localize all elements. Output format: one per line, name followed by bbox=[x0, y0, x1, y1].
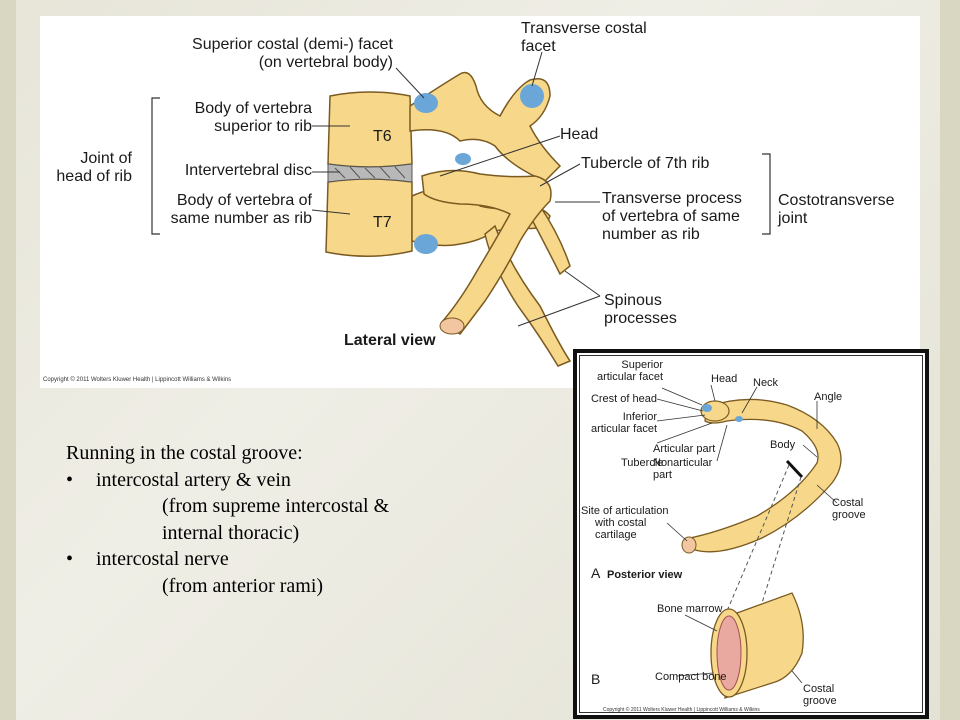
rib-label-superior-articular-2: articular facet bbox=[596, 371, 663, 383]
label-head: Head bbox=[560, 126, 599, 143]
bullet-2: • bbox=[66, 548, 74, 571]
label-transverse-process-2: of vertebra of same bbox=[602, 208, 740, 225]
rib-label-neck: Neck bbox=[753, 377, 779, 389]
copyright-top: Copyright © 2011 Wolters Kluwer Health |… bbox=[43, 377, 232, 383]
label-body-superior: Body of vertebra bbox=[194, 100, 312, 117]
text-item-1-sub-2: internal thoracic) bbox=[162, 521, 300, 544]
rib-label-costal-groove-b-2: groove bbox=[803, 695, 837, 707]
label-t7: T7 bbox=[373, 214, 392, 231]
vertebra-illustration bbox=[151, 51, 771, 367]
rib-label-costal-groove-b: Costal bbox=[803, 683, 835, 695]
rib-posterior-figure: Superior articular facet Head Neck Angle… bbox=[573, 349, 929, 719]
label-transverse-costal-facet-2: facet bbox=[521, 38, 556, 55]
lateral-view-caption: Lateral view bbox=[344, 332, 436, 349]
text-item-2: intercostal nerve bbox=[96, 548, 229, 571]
label-superior-costal-facet: Superior costal (demi-) facet bbox=[192, 36, 393, 53]
rib-label-compact-bone: Compact bone bbox=[655, 671, 727, 683]
rib-label-bone-marrow: Bone marrow bbox=[657, 603, 723, 615]
rib-label-angle: Angle bbox=[814, 391, 843, 403]
rib-label-crest: Crest of head bbox=[590, 393, 657, 405]
label-costotransverse-2: joint bbox=[778, 210, 808, 227]
right-decorative-bar bbox=[940, 0, 960, 720]
label-joint-of-head: Joint of bbox=[80, 150, 132, 167]
label-tubercle: Tubercle of 7th rib bbox=[581, 155, 710, 172]
label-joint-of-head-2: head of rib bbox=[56, 168, 132, 185]
left-decorative-bar bbox=[0, 0, 16, 720]
label-body-same-2: same number as rib bbox=[170, 210, 312, 227]
rib-figure-inner-frame bbox=[579, 355, 923, 713]
label-t6: T6 bbox=[373, 128, 392, 145]
rib-label-posterior-view: Posterior view bbox=[607, 569, 683, 581]
rib-label-articular-part: Articular part bbox=[653, 443, 716, 455]
rib-label-site: Site of articulation bbox=[581, 505, 669, 517]
rib-label-b: B bbox=[591, 671, 601, 687]
label-transverse-costal-facet: Transverse costal bbox=[521, 20, 647, 37]
label-body-superior-2: superior to rib bbox=[214, 118, 312, 135]
label-transverse-process: Transverse process bbox=[602, 190, 742, 207]
rib-label-nonarticular-2: part bbox=[653, 469, 672, 481]
text-heading: Running in the costal groove: bbox=[66, 442, 303, 464]
rib-label-tubercle: Tubercle bbox=[621, 457, 664, 469]
label-on-vertebral-body: (on vertebral body) bbox=[258, 54, 393, 71]
vertebra-lateral-figure: Superior costal (demi-) facet (on verteb… bbox=[40, 16, 920, 388]
text-item-1-sub-1: (from supreme intercostal & bbox=[162, 495, 390, 518]
rib-label-inferior-2: articular facet bbox=[590, 423, 657, 435]
rib-illustration bbox=[656, 384, 842, 699]
label-spinous-2: processes bbox=[604, 310, 677, 327]
rib-label-a: A bbox=[591, 565, 601, 581]
rib-label-site-2: with costal bbox=[595, 517, 647, 529]
label-costotransverse: Costotransverse bbox=[778, 192, 895, 209]
rib-label-head: Head bbox=[711, 373, 738, 385]
label-spinous: Spinous bbox=[604, 292, 662, 309]
copyright-bottom: Copyright © 2011 Wolters Kluwer Health |… bbox=[603, 707, 760, 713]
rib-label-body: Body bbox=[770, 439, 796, 451]
rib-label-superior-articular: Superior bbox=[621, 359, 663, 371]
rib-label-costal-groove-2: groove bbox=[832, 509, 866, 521]
text-item-1: intercostal artery & vein bbox=[96, 468, 291, 491]
label-intervertebral-disc: Intervertebral disc bbox=[184, 162, 312, 179]
rib-label-costal-groove: Costal bbox=[832, 497, 864, 509]
label-body-same: Body of vertebra of bbox=[176, 192, 312, 209]
rib-label-inferior: Inferior bbox=[622, 411, 657, 423]
rib-label-site-3: cartilage bbox=[595, 529, 637, 541]
label-transverse-process-3: number as rib bbox=[602, 226, 700, 243]
bullet-1: • bbox=[66, 468, 74, 491]
costal-groove-text: Running in the costal groove: • intercost… bbox=[66, 440, 566, 600]
rib-label-nonarticular: Nonarticular bbox=[653, 457, 713, 469]
text-item-2-sub-1: (from anterior rami) bbox=[162, 574, 324, 597]
